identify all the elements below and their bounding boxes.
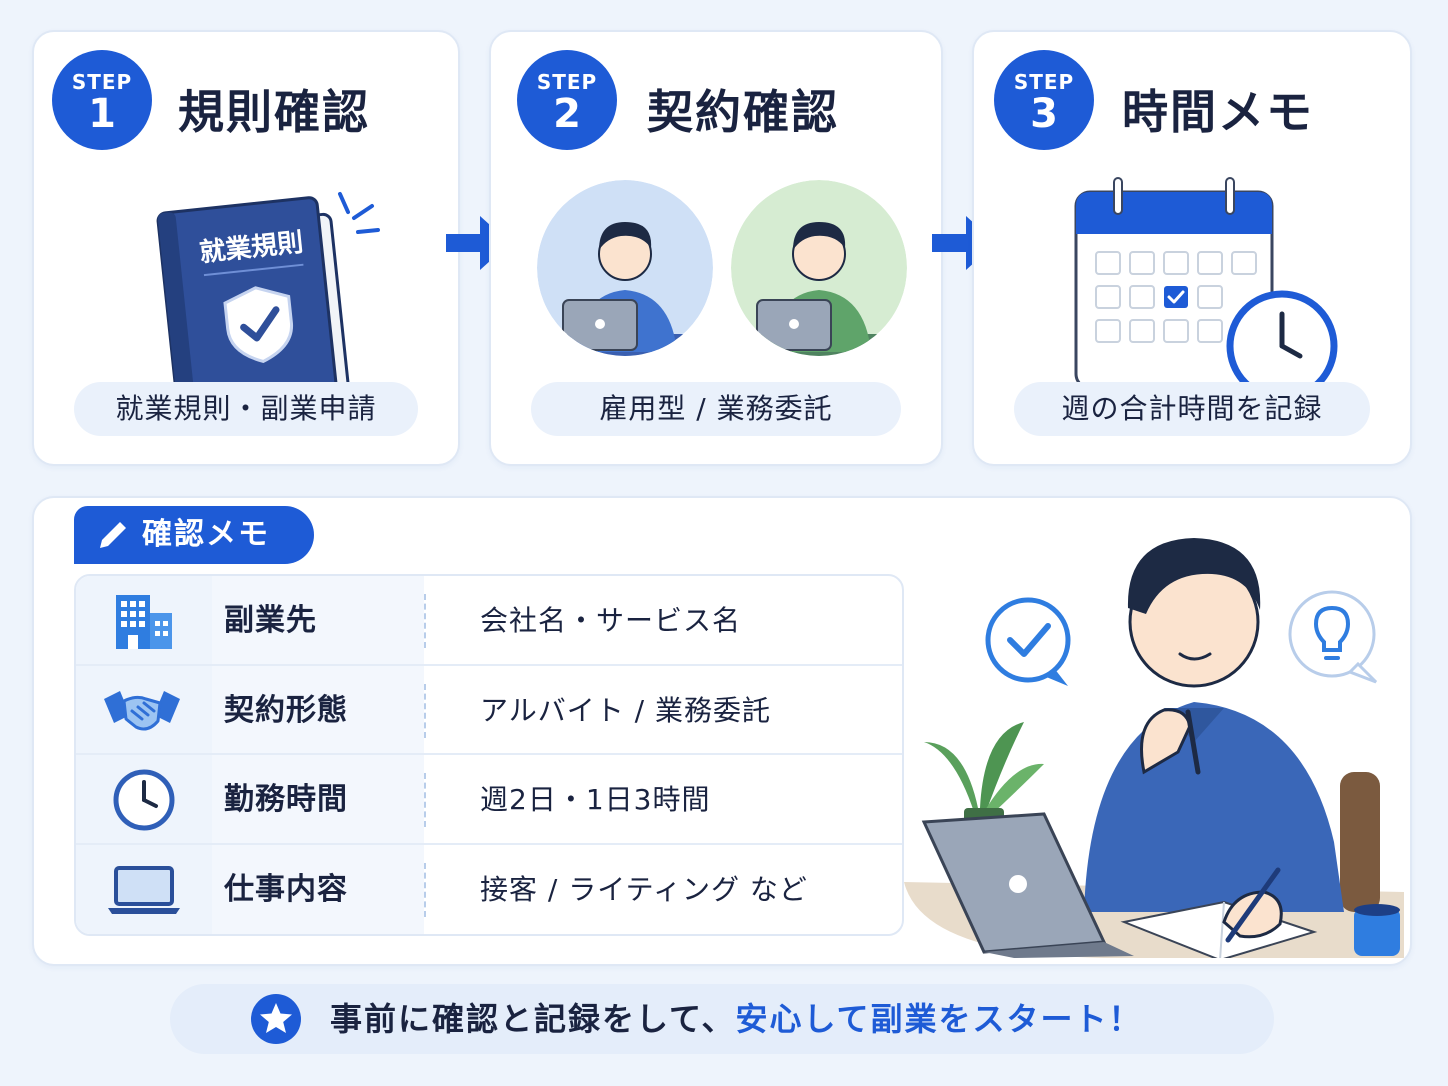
memo-panel: 確認メモ 副業先 [32, 496, 1412, 966]
memo-value: 週2日・1日3時間 [480, 783, 711, 816]
step-badge-1: STEP 1 [52, 50, 152, 150]
step-pill-1: 就業規則・副業申請 [74, 382, 418, 436]
memo-table: 副業先 会社名・サービス名 契約形態 アルバイト / 業務委託 [74, 574, 904, 936]
step-title-1: 規則確認 [178, 85, 370, 139]
memo-value: 会社名・サービス名 [480, 604, 742, 637]
memo-row-company: 副業先 会社名・サービス名 [76, 576, 902, 666]
contract-illustration [537, 180, 907, 356]
memo-heading-tab: 確認メモ [74, 506, 314, 564]
check-bubble-icon [985, 597, 1071, 686]
memo-row-work: 仕事内容 接客 / ライティング など [76, 844, 902, 934]
laptop-icon [921, 812, 1134, 958]
step-badge-number: 1 [88, 91, 116, 137]
step-badge-word: STEP [71, 70, 133, 94]
pencil-icon [100, 522, 126, 548]
footer-text-main: 事前に確認と記録をして、 [330, 1000, 736, 1038]
step-pill-3: 週の合計時間を記録 [1014, 382, 1370, 436]
step-card-2: STEP 2 契約確認 雇用型 / 業務委託 [489, 30, 943, 466]
handshake-icon [104, 690, 180, 730]
building-icon [116, 595, 172, 649]
memo-label: 勤務時間 [224, 782, 348, 817]
laptop-icon [108, 865, 180, 914]
step-pill-2: 雇用型 / 業務委託 [531, 382, 901, 436]
mug-icon [1354, 904, 1400, 956]
lightbulb-bubble-icon [1288, 590, 1378, 684]
step-badge-number: 2 [553, 91, 581, 137]
step-badge-2: STEP 2 [517, 50, 617, 150]
step-title-3: 時間メモ [1122, 85, 1314, 139]
step-badge-word: STEP [1013, 70, 1075, 94]
step-card-3: STEP 3 時間メモ 週の合計時間を記録 [972, 30, 1412, 466]
footer-banner: 事前に確認と記録をして、安心して副業をスタート！ [170, 984, 1274, 1054]
step-badge-number: 3 [1030, 91, 1058, 137]
check-icon [240, 306, 280, 342]
step-badge-word: STEP [536, 70, 598, 94]
memo-label: 仕事内容 [224, 871, 348, 907]
contractor-avatar [731, 180, 907, 356]
shield-icon [223, 286, 293, 364]
step-title-2: 契約確認 [647, 85, 839, 139]
step-badge-3: STEP 3 [994, 50, 1094, 150]
calendar-clock-illustration [1074, 177, 1338, 402]
memo-row-hours: 勤務時間 週2日・1日3時間 [76, 755, 902, 845]
memo-label: 副業先 [224, 603, 317, 638]
step-card-1: STEP 1 規則確認 就業規則 就業規則・副業申請 [32, 30, 460, 466]
memo-label: 契約形態 [224, 692, 348, 728]
rulebook-illustration: 就業規則 [156, 192, 380, 412]
footer-message: 事前に確認と記録をして、安心して副業をスタート！ [330, 984, 1143, 1054]
memo-value: アルバイト / 業務委託 [480, 693, 771, 727]
sparkle-icon [338, 192, 380, 234]
clock-icon [113, 769, 175, 831]
memo-value: 接客 / ライティング など [480, 872, 808, 906]
memo-heading: 確認メモ [142, 517, 270, 552]
memo-row-contract: 契約形態 アルバイト / 業務委託 [76, 665, 902, 755]
employee-avatar [537, 180, 713, 356]
footer-text-highlight: 安心して副業をスタート！ [735, 1000, 1143, 1038]
star-icon [251, 994, 301, 1044]
person-at-desk-illustration [904, 538, 1404, 958]
